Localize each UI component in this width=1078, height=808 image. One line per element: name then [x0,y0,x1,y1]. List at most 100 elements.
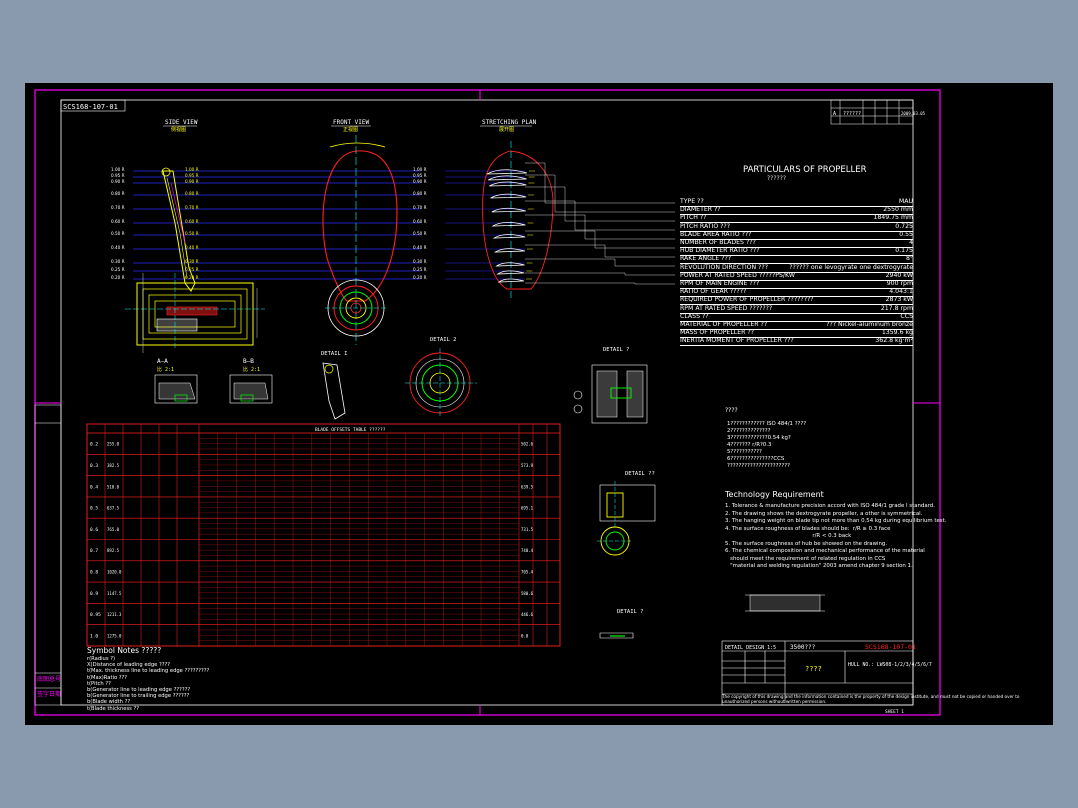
offset-radius: 0.7 [90,548,98,554]
note-line: t(Max. thickness line to leading edge ??… [87,668,210,675]
particulars-row: RPM OF MAIN ENGINE ???900 rpm [680,280,913,289]
particulars-row: HUB DIAMETER RATIO ???0.175 [680,247,913,257]
particulars-row: INERTIA MOMENT OF PROPELLER ???362.8 kg·… [680,337,913,347]
offset-width: 731.5 [521,527,534,532]
particulars-key: MASS OF PROPELLER ?? [680,329,754,337]
note-line: t(Blade thickness ?? [87,705,140,712]
detail-3-title: DETAIL ? [603,347,630,353]
title-block-hull-no: HULL NO.: LWS08-1/2/3/4/5/6/7 [848,662,932,668]
revision-date: 2009.03.05 [901,111,926,116]
offset-width: 639.5 [521,484,534,489]
offset-radius: 1.0 [90,633,98,639]
particulars-key: RATIO OF GEAR ????? [680,288,747,296]
particulars-value: 1849.75 mm [873,214,913,222]
particulars-value: 0.175 [895,247,913,255]
offset-width: 580.6 [521,591,534,596]
particulars-value: 0.725 [895,222,913,230]
detail-5-title: DETAIL ? [617,609,644,615]
particulars-value: 0.55 [899,230,913,238]
offset-radius-mm: 1020.0 [107,569,122,574]
section-label: 1.00 R [111,167,125,172]
stretching-plan-title: STRETCHING PLAN [482,119,537,126]
particulars-value: 4.043:1 [889,288,913,296]
particulars-value: 2550 mm [883,206,913,214]
revision-desc: ?????? [843,111,861,117]
section-label: 0.70 R [185,205,199,210]
particulars-row: BLADE AREA RATIO ???0.55 [680,231,913,240]
particulars-key: PITCH RATIO ??? [680,222,731,230]
detail-i [322,362,346,420]
offset-radius-mm: 382.5 [107,463,120,468]
front-view-title: FRONT VIEW [333,119,370,126]
particulars-key: DIAMETER ?? [680,206,721,214]
particulars-value: 900 rpm [886,280,913,287]
section-label: 0.90 R [413,179,427,184]
tech-line: should meet the requirement of related r… [725,555,886,562]
tech-line: r/R < 0.3 back [725,533,852,539]
particulars-subtitle: ?????? [767,175,787,182]
particulars-key: CLASS ?? [680,312,709,320]
note-line: t(Pitch ?? [87,680,111,687]
tech-sketch [745,594,825,612]
section-label: 0.70 R [413,205,427,210]
front-view-sub: 正视图 [343,126,358,133]
section-label: 0.50 R [185,231,199,236]
section-label: 0.70 R [111,205,125,210]
tech-cn-title: ???? [725,407,738,414]
section-label: 0.30 R [185,259,199,264]
section-label: 0.25 R [111,267,125,272]
offset-radius-mm: 765.0 [107,527,120,532]
particulars-key: PITCH ?? [680,214,707,222]
title-block-footnote: The copyright of this drawing and the in… [722,694,1020,704]
note-line: X(Distance of leading edge ???? [87,662,170,669]
left-margin-top: 底图总号 [37,675,61,683]
offset-radius: 0.8 [90,569,98,575]
particulars-row: REVOLUTION DIRECTION ????????? one levog… [680,264,913,273]
offset-radius: 0.3 [90,463,98,469]
tech-line: 4. The surface roughness of blades shoul… [725,525,891,532]
detail-5 [599,632,634,639]
note-line: b(Blade width ?? [87,699,131,706]
tech-line: 3. The hanging weight on blade tip not m… [725,518,947,524]
section-label: 0.30 R [413,259,427,264]
offset-radius-mm: 892.5 [107,548,120,553]
tech-line: "material and welding regulation" 2003 a… [725,563,913,569]
tech-cn-line: 4??????? r/R?0.3 [727,442,772,448]
offset-radius: 0.95 [90,612,101,618]
particulars-key: REQUIRED POWER OF PROPELLER ???????? [680,296,814,304]
offsets-table-title: BLADE OFFSETS TABLE ?????? [315,427,386,433]
section-label: 0.20 R [185,275,199,280]
particulars-key: NUMBER OF BLADES ??? [680,239,756,246]
cad-drawing-sheet: SCS168-107-01 A ?????? 2009.03.05 底图总号 签… [25,83,1053,725]
section-label: 0.25 R [413,267,427,272]
section-label: 0.80 R [185,191,199,196]
section-aa-title: A—A [157,358,168,365]
offset-radius: 0.6 [90,527,98,533]
section-label: 0.95 R [111,173,125,178]
offset-width: 705.4 [521,569,534,574]
notes-title: Symbol Notes ????? [87,646,162,655]
title-block-sheet: SHEET 1 [885,709,904,715]
section-label: 0.90 R [111,179,125,184]
drawing-no-box [60,99,126,112]
stretching-plan-sub: 展开图 [499,127,514,133]
side-view-sub: 侧视图 [171,126,186,133]
detail-2-title: DETAIL 2 [430,337,457,343]
tech-title: Technology Requirement [725,490,824,499]
particulars-value: 1359.6 kg [881,329,913,337]
particulars-row: DIAMETER ?? 2550 mm [680,206,913,216]
cad-drawing-canvas: SCS168-107-01 A ?????? 2009.03.05 底图总号 签… [34,89,941,716]
particulars-row: RATIO OF GEAR ????? 4.043:1 [680,288,913,298]
tech-cn-line: 2?????????????? [727,428,771,434]
revision-mark: A [833,111,836,117]
offset-radius-mm: 1275.0 [107,633,122,638]
tech-line: 2. The drawing shows the dextrogyrate pr… [725,510,923,517]
particulars-value: 8° [905,255,913,263]
section-label: 0.60 R [185,219,199,224]
section-label: 1.00 R [185,167,199,172]
detail-3 [573,364,648,424]
section-label: 0.95 R [185,173,199,178]
section-label: 0.80 R [111,191,125,196]
side-view-title: SIDE VIEW [165,119,198,126]
